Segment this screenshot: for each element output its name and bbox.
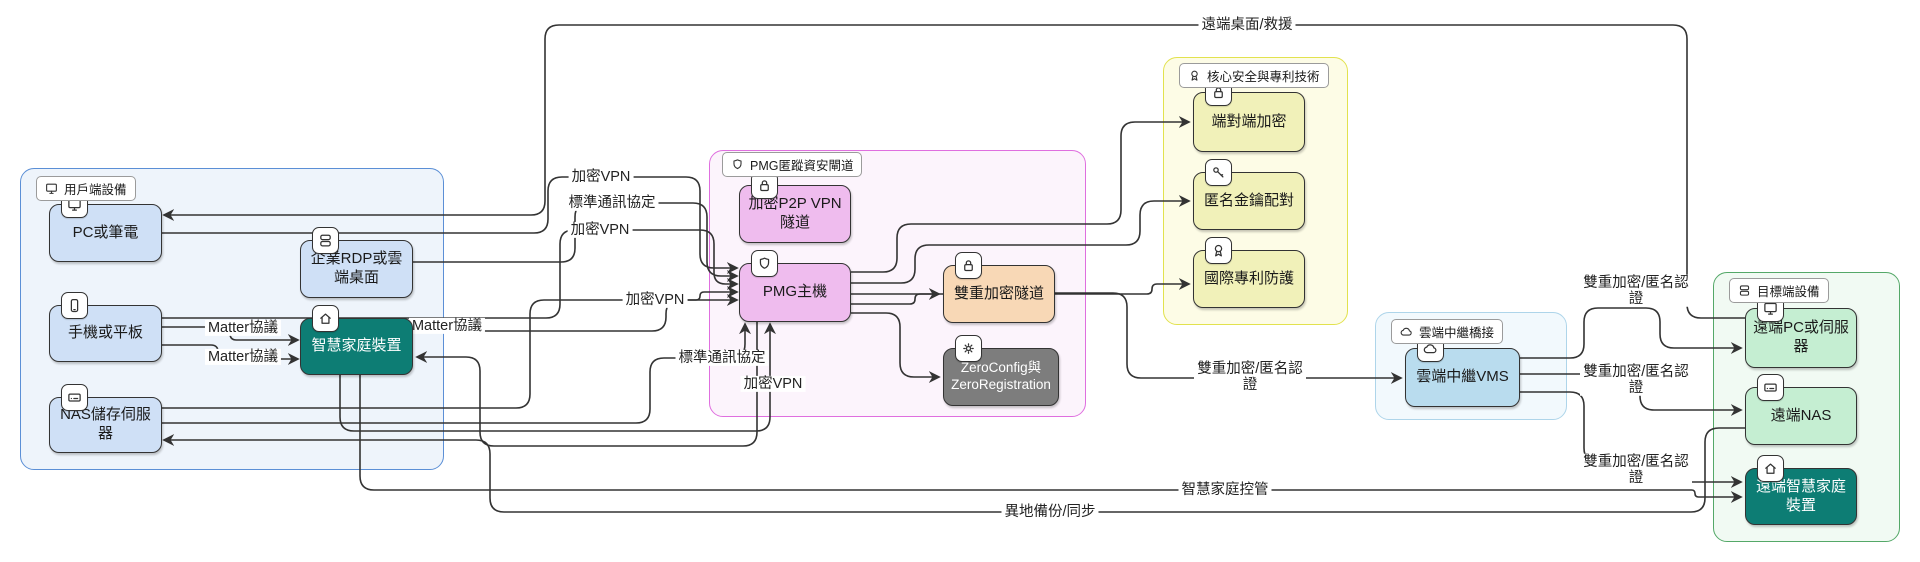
edge-label-e5: 加密VPN	[622, 291, 688, 309]
edge-label-e2: 加密VPN	[568, 168, 634, 186]
edge-e2	[162, 176, 739, 274]
node-label: 端對端加密	[1211, 112, 1287, 130]
group-label-cloud: 雲端中繼橋接	[1391, 319, 1504, 344]
key-icon	[1205, 159, 1232, 186]
node-label: NAS儲存伺服器	[60, 406, 151, 442]
node-label: 遠端智慧家庭裝置	[1755, 477, 1846, 514]
lock-icon	[955, 252, 982, 279]
server-icon	[1738, 284, 1751, 297]
node-label: 雙重加密隧道	[953, 284, 1044, 302]
node-label: PC或筆電	[72, 223, 139, 241]
edge-e12	[851, 116, 1191, 273]
node-label: 雲端中繼VMS	[1416, 368, 1509, 386]
edge-e21	[359, 375, 1743, 503]
node-anon: 匿名金鑰配對	[1193, 159, 1305, 230]
edge-label-e8: Matter協議	[408, 317, 486, 335]
edge-label-e6: Matter協議	[204, 319, 282, 337]
edge-e5	[162, 286, 739, 409]
group-label-pmg: PMG匿蹤資安閘道	[722, 152, 863, 177]
node-dual: 雙重加密隧道	[943, 252, 1055, 323]
node-p2p: 加密P2P VPN隧道	[739, 172, 851, 243]
gear-icon	[955, 335, 982, 362]
edge-label-e11: 加密VPN	[740, 375, 806, 393]
edge-e16	[851, 312, 941, 383]
edge-e9	[415, 322, 758, 447]
node-label: 國際專利防護	[1203, 269, 1294, 287]
node-rnas: 遠端NAS	[1745, 374, 1857, 445]
node-patent: 國際專利防護	[1193, 237, 1305, 308]
group-label-target: 目標端設備	[1729, 278, 1829, 303]
group-label-text: 目標端設備	[1757, 285, 1820, 299]
node-label: 遠端NAS	[1770, 406, 1832, 424]
home-icon	[312, 305, 339, 332]
edge-e15	[851, 288, 941, 305]
edge-e18	[1520, 307, 1743, 359]
node-label: 加密P2P VPN隧道	[748, 195, 842, 231]
group-label-client: 用戶端設備	[36, 176, 136, 201]
edge-label-e20: 雙重加密/匿名認證	[1580, 453, 1692, 487]
node-vms: 雲端中繼VMS	[1405, 335, 1520, 407]
edge-e11	[339, 322, 776, 432]
edge-label-e17: 雙重加密/匿名認證	[1194, 360, 1306, 394]
node-label: 企業RDP或雲端桌面	[310, 250, 403, 286]
node-e2e: 端對端加密	[1193, 79, 1305, 152]
shield-icon	[731, 158, 744, 171]
award-icon	[1205, 237, 1232, 264]
edge-label-e4: 加密VPN	[567, 221, 633, 239]
edge-label-e19: 雙重加密/匿名認證	[1580, 363, 1692, 397]
node-label: 遠端PC或伺服器	[1753, 319, 1849, 355]
node-label: PMG主機	[762, 283, 828, 301]
drive-icon	[1757, 374, 1784, 401]
node-pc: PC或筆電	[49, 191, 162, 262]
edge-e17	[1055, 292, 1403, 384]
group-label-text: 雲端中繼橋接	[1419, 326, 1495, 340]
node-label: ZeroConfig與ZeroRegistration	[951, 360, 1051, 392]
node-pmghost: PMG主機	[739, 250, 851, 322]
home-icon	[1757, 455, 1784, 482]
edge-label-e22: 異地備份/同步	[1001, 503, 1099, 521]
group-label-text: 用戶端設備	[64, 183, 127, 197]
edge-label-e7: Matter協議	[204, 348, 282, 366]
edge-e14	[851, 278, 1191, 295]
group-label-core: 核心安全與專利技術	[1179, 63, 1329, 88]
drive-icon	[61, 384, 88, 411]
node-zeroconf: ZeroConfig與ZeroRegistration	[943, 335, 1059, 406]
edge-label-e10: 標準通訊協定	[675, 349, 769, 367]
shield-icon	[751, 250, 778, 277]
edge-label-e21: 智慧家庭控管	[1178, 481, 1272, 499]
edge-e3	[413, 202, 739, 282]
phone-icon	[61, 292, 88, 319]
node-phone: 手機或平板	[49, 292, 162, 362]
node-rpc: 遠端PC或伺服器	[1745, 295, 1857, 368]
group-label-text: PMG匿蹤資安閘道	[750, 159, 854, 173]
node-nas: NAS儲存伺服器	[49, 384, 162, 453]
node-rhome: 遠端智慧家庭裝置	[1745, 455, 1857, 525]
edge-e4	[162, 229, 739, 319]
award-icon	[1188, 69, 1201, 82]
node-label: 匿名金鑰配對	[1203, 191, 1294, 209]
edge-label-e3: 標準通訊協定	[565, 194, 659, 212]
node-smarthome: 智慧家庭裝置	[300, 305, 413, 375]
edge-label-e1: 遠端桌面/救援	[1198, 16, 1296, 34]
monitor-icon	[45, 182, 58, 195]
edge-e13	[851, 195, 1191, 284]
node-rdp: 企業RDP或雲端桌面	[300, 227, 413, 298]
node-label: 智慧家庭裝置	[311, 337, 402, 355]
edge-label-e18: 雙重加密/匿名認證	[1580, 274, 1692, 308]
node-label: 手機或平板	[67, 324, 143, 342]
edge-e1	[162, 24, 1745, 319]
group-label-text: 核心安全與專利技術	[1207, 70, 1320, 84]
server-icon	[312, 227, 339, 254]
cloud-icon	[1400, 325, 1413, 338]
edge-e22	[162, 427, 1745, 513]
